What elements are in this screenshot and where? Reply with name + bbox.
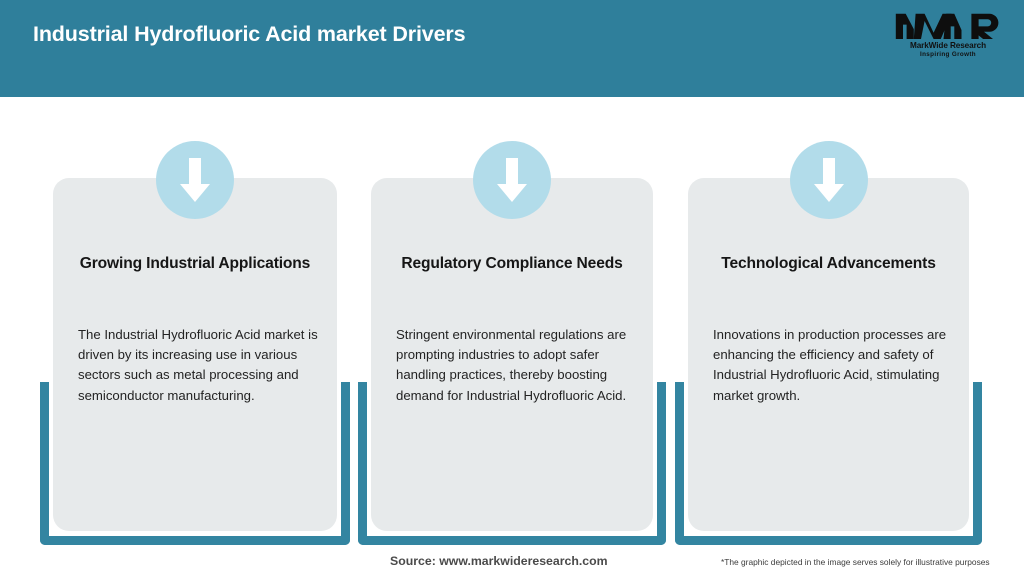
source-label[interactable]: Source: www.markwideresearch.com — [390, 554, 608, 568]
card-surface: Technological Advancements Innovations i… — [688, 178, 969, 531]
card-body-text: Innovations in production processes are … — [713, 327, 947, 403]
arrow-down-glyph — [180, 158, 210, 202]
arrow-down-icon — [789, 141, 868, 219]
card-bracket — [675, 382, 982, 545]
arrow-down-glyph — [497, 158, 527, 202]
arrow-down-icon — [473, 141, 551, 219]
driver-card-3[interactable]: Technological Advancements Innovations i… — [675, 97, 982, 576]
card-title: Regulatory Compliance Needs — [401, 255, 623, 272]
card-body-text: Stringent environmental regulations are … — [396, 327, 627, 403]
mwr-logo-icon — [895, 13, 999, 40]
arrow-down-icon — [156, 141, 234, 219]
card-title: Growing Industrial Applications — [79, 255, 311, 272]
driver-card-2[interactable]: Regulatory Compliance Needs Stringent en… — [358, 97, 666, 576]
logo-company-name: MarkWide Research — [909, 41, 987, 50]
card-bracket — [40, 382, 350, 545]
disclaimer-note: *The graphic depicted in the image serve… — [721, 557, 990, 567]
card-title: Technological Advancements — [721, 255, 936, 272]
page-header: Industrial Hydrofluoric Acid market Driv… — [0, 0, 1024, 97]
card-bracket — [358, 382, 666, 545]
arrow-down-glyph — [813, 158, 844, 202]
brand-logo: MarkWide Research Inspiring Growth — [894, 10, 1002, 66]
drivers-stage: Growing Industrial Applications The Indu… — [0, 97, 1024, 576]
card-surface: Growing Industrial Applications The Indu… — [53, 178, 337, 531]
card-surface: Regulatory Compliance Needs Stringent en… — [371, 178, 653, 531]
driver-card-1[interactable]: Growing Industrial Applications The Indu… — [40, 97, 350, 576]
logo-tagline: Inspiring Growth — [920, 51, 976, 58]
card-body-text: The Industrial Hydrofluoric Acid market … — [78, 327, 318, 403]
page-title: Industrial Hydrofluoric Acid market Driv… — [33, 22, 466, 46]
